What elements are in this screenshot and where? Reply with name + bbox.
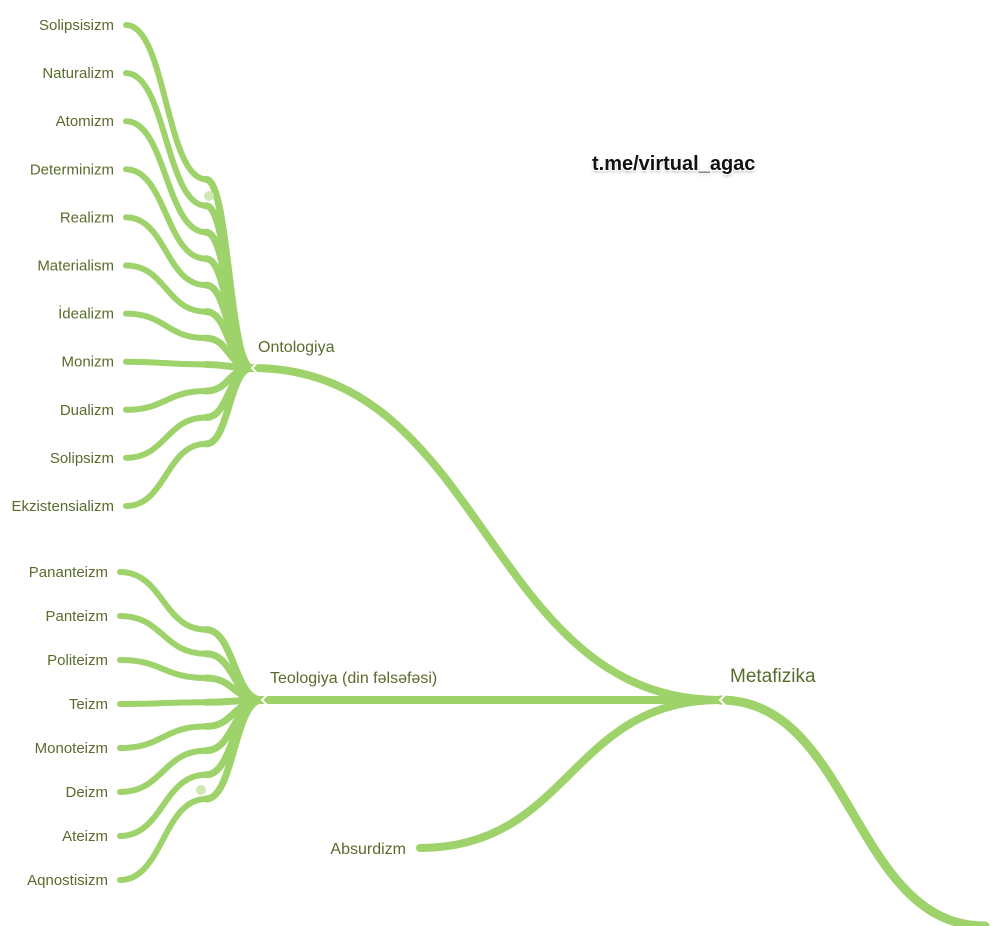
node-teologiya-child: Teizm xyxy=(69,696,108,713)
node-ontologiya-child: Ekzistensializm xyxy=(11,498,114,515)
node-ontologiya-child: Dualizm xyxy=(60,402,114,419)
node-ontologiya-child: Monizm xyxy=(61,354,114,371)
node-teologiya-child: Panteizm xyxy=(45,608,108,625)
branch-ontologiya-9-b xyxy=(123,414,209,461)
branch-ontologiya xyxy=(248,364,724,704)
node-absurdizm: Absurdizm xyxy=(330,841,406,858)
branch-ontologiya-7-b xyxy=(123,358,209,368)
connector-ontologiya xyxy=(250,362,258,374)
branch-teologiya-3-b xyxy=(117,699,209,707)
branch-ontologiya-5-b xyxy=(123,262,209,315)
branch-teologiya-1-b xyxy=(117,613,209,657)
branch-ontologiya-1-b xyxy=(123,70,209,209)
branch-teologiya-4-b xyxy=(117,723,209,751)
node-teologiya: Teologiya (din fəlsəfəsi) xyxy=(270,670,437,687)
branch-teologiya-7-b xyxy=(117,796,209,883)
branch-ontologiya-8-b xyxy=(123,387,209,413)
node-ontologiya: Ontologiya xyxy=(258,339,335,356)
node-teologiya-child: Politeizm xyxy=(47,652,108,669)
node-ontologiya-child: Atomizm xyxy=(56,113,114,130)
branch-root-tail xyxy=(715,695,990,926)
node-root: Metafizika xyxy=(730,666,816,687)
branch-teologiya-5-b xyxy=(117,747,209,795)
branch-ontologiya-10-b xyxy=(123,440,209,509)
node-teologiya-child: Pananteizm xyxy=(29,564,108,581)
node-ontologiya-child: İdealizm xyxy=(58,305,114,323)
node-ontologiya-child: Naturalizm xyxy=(42,65,114,82)
branch-ontologiya-10-a xyxy=(202,364,256,448)
branch-teologiya-6-b xyxy=(117,771,209,839)
branch-ontologiya-3-b xyxy=(123,166,209,262)
branch-teologiya-0-b xyxy=(117,569,209,633)
branch-ontologiya-2-b xyxy=(123,118,209,236)
branch-teologiya-7-a xyxy=(202,696,266,803)
connector-root xyxy=(718,694,726,706)
watermark-text: t.me/virtual_agac xyxy=(592,153,756,175)
branch-ontologiya-4-b xyxy=(123,214,209,289)
branch-ontologiya-0-b xyxy=(123,22,209,183)
node-teologiya-child: Deizm xyxy=(65,784,108,801)
node-teologiya-child: Monoteizm xyxy=(35,740,108,757)
connector-teologiya xyxy=(260,694,268,706)
node-teologiya-child: Aqnostisizm xyxy=(27,872,108,889)
node-dot xyxy=(196,785,206,795)
node-ontologiya-child: Materialism xyxy=(37,258,114,275)
branch-ontologiya-6-b xyxy=(123,310,209,342)
node-teologiya-child: Ateizm xyxy=(62,828,108,845)
node-ontologiya-child: Realizm xyxy=(60,209,114,226)
node-ontologiya-child: Determinizm xyxy=(30,161,114,178)
node-ontologiya-child: Solipsizm xyxy=(50,450,114,467)
node-dot xyxy=(204,191,214,201)
branch-teologiya-2-b xyxy=(117,657,209,681)
branch-absurdizm xyxy=(416,696,724,852)
node-ontologiya-child: Solipsisizm xyxy=(39,17,114,34)
